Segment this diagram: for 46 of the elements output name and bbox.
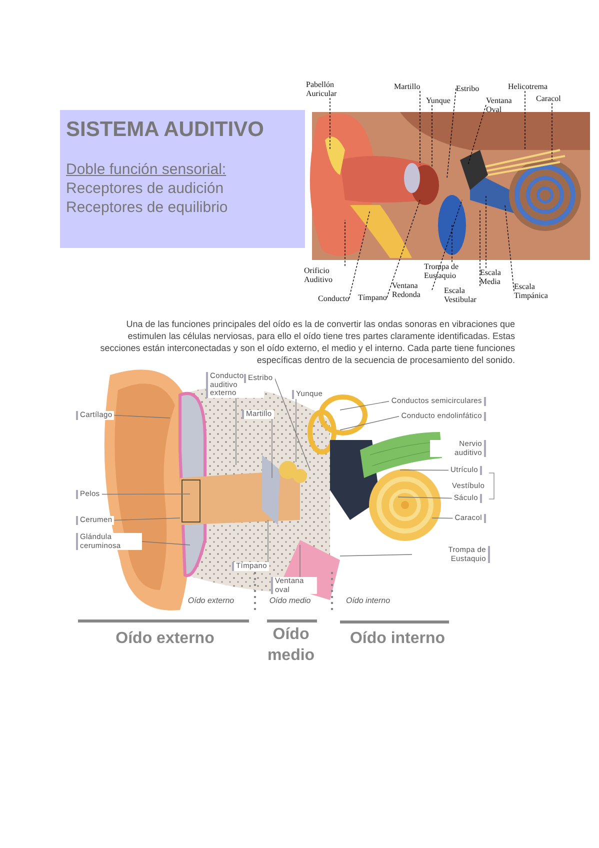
title-panel <box>60 110 305 248</box>
part-label: Escala Vestibular <box>444 286 482 304</box>
title: SISTEMA AUDITIVO <box>66 118 264 142</box>
part-label: Ventana Redonda <box>392 281 432 299</box>
part-label: Trompa de Eustaquio <box>424 262 470 280</box>
part-label: Martillo <box>394 82 420 91</box>
part-label: Conducto <box>318 294 350 303</box>
section-label: Oído medio <box>268 596 312 605</box>
leader-line <box>386 200 420 298</box>
leader-line <box>274 378 310 470</box>
part-label: Tímpano <box>358 293 387 302</box>
leader-line <box>504 204 514 292</box>
list-item: Receptores de equilibrio <box>66 198 228 217</box>
section-heading: Oído medio <box>266 625 316 666</box>
leader-line <box>114 518 180 521</box>
leader-line <box>344 220 346 266</box>
leader-line <box>114 414 170 418</box>
leader-line <box>524 90 526 150</box>
leader-line <box>340 416 400 430</box>
subtitle: Doble función sensorial: <box>66 160 226 179</box>
intro-paragraph: Una de las funciones principales del oído es la de convertir las ondas sonoras en vibraciones que estimulen las células nerviosas, para ello el oído tiene tres partes claramente identificadas. Estas secciones están interconectadas y son el oído externo, el medio y el interno. Cada parte tiene funciones específicas dentro de la secuencia de procesamiento del sonido. <box>99 318 515 366</box>
part-label: Caracol <box>536 94 561 103</box>
section-label: Oído interno <box>344 596 392 605</box>
section-label: Oído externo <box>186 596 236 605</box>
leader-line <box>432 518 454 519</box>
part-label: Ventana Oval <box>486 96 520 114</box>
part-label: Estribo <box>456 84 480 93</box>
part-label: Orificio Auditivo <box>304 266 348 284</box>
leader-line <box>468 104 486 166</box>
part-label: Helicotrema <box>508 82 548 91</box>
leader-line <box>446 88 456 178</box>
leader-line <box>142 541 190 546</box>
leader-line <box>398 496 452 499</box>
part-label: Escala Timpánica <box>514 282 558 300</box>
part-label: Escala Media <box>480 268 510 286</box>
leader-line <box>432 200 462 290</box>
part-label: Yunque <box>426 96 450 105</box>
section-heading: Oído externo <box>114 629 216 649</box>
leader-line <box>340 400 390 410</box>
part-label: Pabellón Auricular <box>306 80 354 98</box>
section-heading: Oído interno <box>348 629 446 649</box>
leader-line <box>101 494 190 495</box>
leader-line <box>340 554 412 556</box>
list-item: Receptores de audición <box>66 179 224 198</box>
leader-line <box>348 210 370 299</box>
leader-line <box>400 470 449 471</box>
